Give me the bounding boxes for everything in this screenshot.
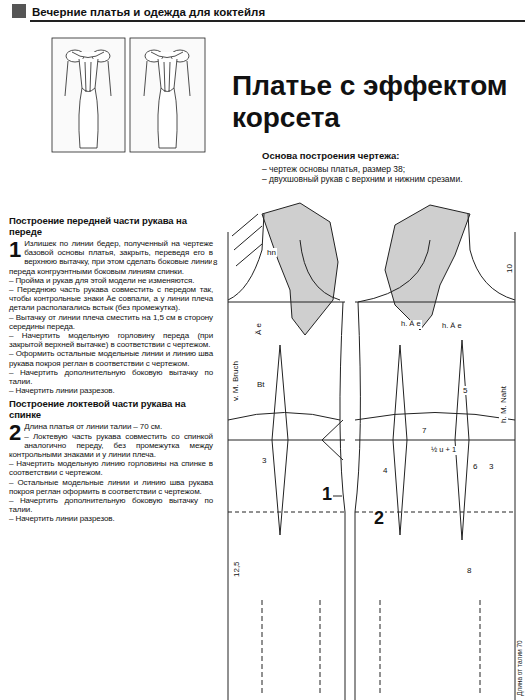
- fashion-sketch-stroke: [161, 62, 174, 92]
- pattern-label: 8: [466, 566, 472, 575]
- back-piece-stroke: [358, 240, 430, 302]
- sleeve-fill: [262, 203, 470, 335]
- instruction-text: – Локтевую часть рукава совместить со сп…: [9, 432, 213, 460]
- header-bar: [12, 4, 525, 22]
- instruction-text: – Начертить модельную горловину переда (…: [9, 331, 213, 349]
- front-piece-stroke: [228, 413, 340, 421]
- back-piece: [355, 214, 515, 700]
- pattern-label: h. Ä e: [441, 322, 463, 331]
- front-piece-stroke: [232, 214, 262, 266]
- fashion-sketch-stroke: [151, 52, 183, 58]
- front-piece-stroke: [300, 240, 340, 300]
- header-bar-stroke: [30, 20, 525, 22]
- pattern-label: 4: [382, 466, 388, 475]
- front-piece-stroke: [228, 214, 264, 300]
- instruction-text: Длина платья от линии талии – 70 см.: [9, 422, 213, 431]
- header-bar-stroke: [12, 4, 26, 18]
- front-piece-stroke: [228, 302, 345, 303]
- back-piece-stroke: [355, 302, 515, 303]
- instruction-text: – Вытачку от линии плеча сместить на 1,5…: [9, 313, 213, 331]
- pattern-label: Длина от талии 70: [516, 639, 523, 697]
- pattern-label: 3: [261, 456, 267, 465]
- pattern-label: 5: [462, 386, 468, 395]
- basis-item: – чертеж основы платья, размер 38;: [262, 164, 517, 174]
- fashion-sketch-stroke: [52, 38, 125, 152]
- pattern-label: 10: [505, 263, 514, 274]
- front-piece: [228, 214, 345, 700]
- instruction-text: Излишек по линии бедер, полученный на че…: [9, 239, 213, 276]
- pattern-label: v. M. Bruch: [231, 360, 240, 402]
- section-heading: Построение передней части рукава на пере…: [9, 216, 213, 237]
- pattern-label: ½ u + 1: [430, 446, 457, 455]
- back-piece-stroke: [355, 413, 515, 421]
- pattern-label: Bt: [256, 380, 266, 389]
- pattern-label: hn: [266, 248, 277, 257]
- back-piece-stroke: [380, 600, 480, 695]
- fashion-sketch-stroke: [79, 59, 98, 148]
- instruction-text: – Начертить дополнительную боковую вытач…: [9, 496, 213, 514]
- pattern-label: h. Ä e: [400, 320, 422, 329]
- front-piece-stroke: [272, 345, 288, 535]
- front-piece-stroke: [322, 420, 343, 460]
- basis-heading: Основа построения чертежа:: [262, 150, 517, 162]
- instruction-text: – Начертить линии разрезов.: [9, 386, 213, 395]
- step-number: 1: [9, 240, 21, 260]
- instruction-text: – Пройма и рукав для этой модели не изме…: [9, 276, 213, 285]
- front-piece-stroke: [340, 302, 345, 700]
- basis-list: Основа построения чертежа: – чертеж основ…: [262, 150, 517, 184]
- back-piece-stroke: [355, 440, 515, 441]
- sleeve-fill-stroke: [262, 203, 338, 335]
- back-piece-stroke: [468, 214, 515, 300]
- fashion-sketch-stroke: [130, 38, 205, 152]
- fashion-sketch-stroke: [82, 62, 95, 92]
- instruction-text: – Остальные модельные линии и линию шва …: [9, 478, 213, 496]
- text-column: Построение передней части рукава на пере…: [9, 212, 213, 524]
- front-piece-stroke: [262, 600, 320, 695]
- page-title: Платье с эффектом корсета: [232, 70, 522, 134]
- pattern-label: 7: [421, 426, 427, 435]
- section-header: Вечерние платья и одежда для коктейля: [32, 5, 265, 19]
- instruction-text: – Оформить остальные модельные линии и л…: [9, 349, 213, 367]
- back-piece-stroke: [393, 345, 407, 535]
- pattern-label: 3: [488, 462, 494, 471]
- front-piece-stroke: [333, 496, 342, 497]
- pattern-label: 8: [212, 258, 218, 267]
- piece-number: 2: [373, 508, 385, 529]
- sleeve-fill-stroke: [385, 205, 470, 330]
- back-piece-stroke: [455, 340, 469, 540]
- pattern-label: h. M. Naht: [499, 385, 508, 424]
- piece-number: 1: [321, 484, 333, 505]
- instruction-text: – Переднюю часть рукава совместить с пер…: [9, 285, 213, 313]
- front-piece-stroke: [228, 440, 345, 441]
- instruction-text: – Начертить модельную линию горловины на…: [9, 459, 213, 477]
- instruction-text: – Начертить линии разрезов.: [9, 514, 213, 523]
- instruction-text: – Начертить дополнительную боковую вытач…: [9, 368, 213, 386]
- basis-item: – двухшовный рукав с верхним и нижним ср…: [262, 174, 517, 184]
- back-piece-stroke: [355, 302, 360, 700]
- fashion-sketch-stroke: [72, 52, 104, 58]
- step-number: 2: [9, 423, 21, 443]
- pattern-label: 6: [472, 462, 478, 471]
- fashion-sketch-stroke: [158, 59, 177, 148]
- pattern-label: Ä e: [254, 322, 263, 336]
- front-piece-stroke: [228, 512, 345, 513]
- section-heading: Построение локтевой части рукава на спин…: [9, 399, 213, 420]
- pattern-label: 12,5: [232, 560, 241, 578]
- fashion-sketch: [52, 38, 205, 152]
